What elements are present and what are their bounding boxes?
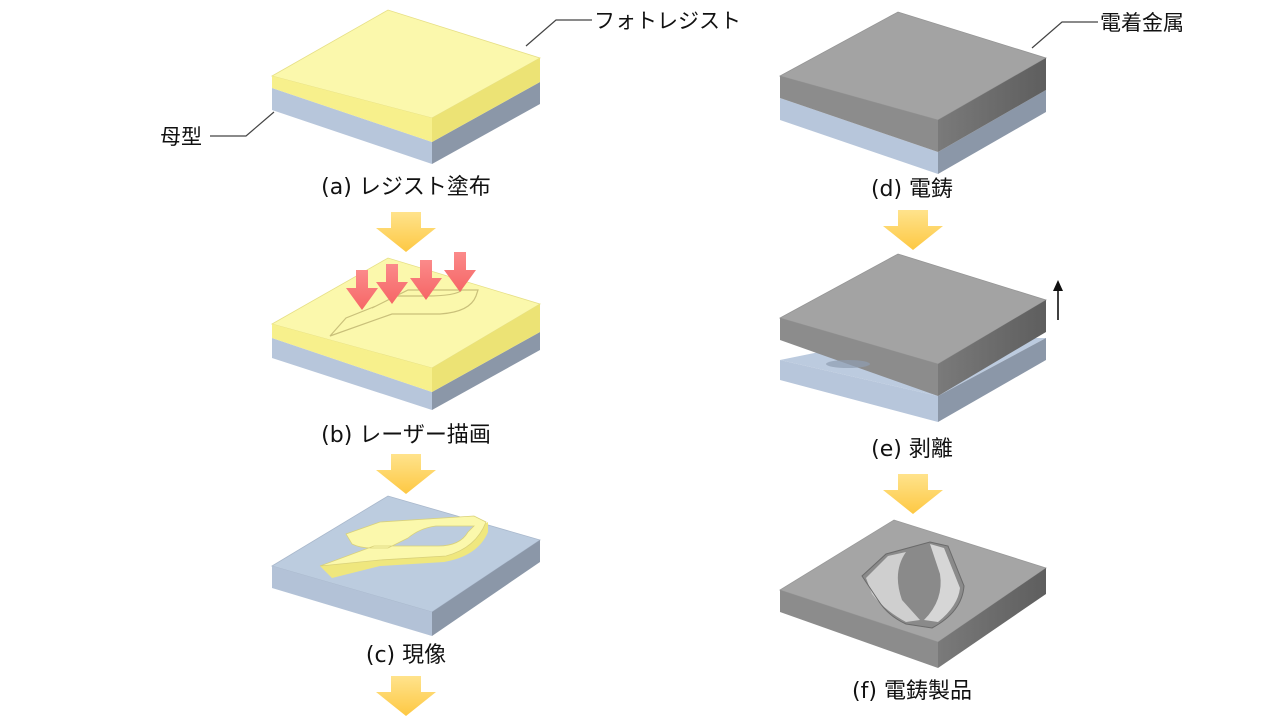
metal-right-face	[938, 300, 1046, 396]
laser-arrow-4	[444, 252, 476, 292]
step-e-figure	[778, 253, 1047, 422]
mold-right-face	[432, 540, 540, 636]
separation-gap-shadow	[826, 360, 870, 368]
metal-right-face	[938, 58, 1046, 152]
resist-right-face	[432, 304, 540, 392]
process-arrow-1	[376, 212, 436, 252]
engraved-pattern-edge	[861, 541, 965, 629]
resist-front-face	[272, 76, 432, 142]
resist-pattern-top	[319, 515, 487, 567]
step-caption-f: (f) 電鋳製品	[852, 679, 972, 704]
mold-front-face	[272, 566, 432, 636]
step-a-figure	[270, 9, 542, 164]
resist-front-face	[272, 324, 432, 392]
mold-right-face	[432, 332, 540, 410]
master-mold-label: 母型	[160, 125, 202, 149]
engraved-pattern-floor-right	[924, 544, 960, 622]
step-b-figure	[270, 257, 541, 410]
step-d-figure	[778, 11, 1047, 174]
photoresist-label: フォトレジスト	[594, 9, 741, 33]
step-c-figure	[271, 495, 541, 636]
laser-arrow-1	[346, 270, 378, 310]
step-f-figure	[779, 519, 1047, 668]
electrodeposited-metal-label: 電着金属	[1100, 11, 1184, 35]
mold-front-face	[780, 360, 938, 422]
lift-up-arrow-icon	[1053, 280, 1063, 320]
step-caption-d: (d) 電鋳	[870, 177, 954, 202]
master-mold-leader	[210, 111, 275, 137]
mold-right-face	[938, 90, 1046, 174]
mold-front-face	[272, 88, 432, 164]
mold-right-face	[432, 82, 540, 164]
step-caption-a: (a) レジスト塗布	[321, 175, 491, 200]
metal-front-face	[780, 590, 938, 668]
laser-arrow-3	[410, 260, 442, 300]
laser-arrow-2	[376, 264, 408, 304]
mold-front-face	[780, 98, 938, 174]
metal-leader	[1031, 21, 1098, 49]
resist-right-face	[432, 58, 540, 142]
engraved-pattern-floor-left	[866, 552, 920, 622]
process-arrow-2	[376, 454, 436, 494]
process-arrow-3	[376, 676, 436, 716]
metal-front-face	[780, 318, 938, 396]
photoresist-leader	[525, 19, 592, 47]
process-arrow-4	[883, 210, 943, 250]
metal-front-face	[780, 76, 938, 152]
mold-right-face	[938, 338, 1046, 422]
laser-arrows	[346, 252, 476, 310]
process-arrow-5	[883, 474, 943, 514]
step-caption-e: (e) 剥離	[871, 437, 953, 462]
mold-front-face	[272, 338, 432, 410]
metal-right-face	[938, 568, 1046, 668]
step-caption-b: (b) レーザー描画	[321, 423, 491, 448]
step-caption-c: (c) 現像	[365, 643, 447, 668]
